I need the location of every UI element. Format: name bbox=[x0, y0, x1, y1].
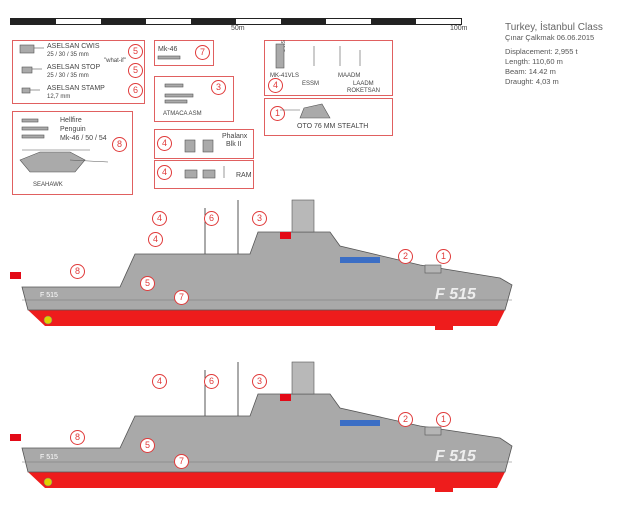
ship2-marker-2: 2 bbox=[398, 412, 413, 427]
draught: Draught: 4,03 m bbox=[505, 77, 559, 86]
legend-stamp-caliber: 12,7 mm bbox=[47, 94, 71, 100]
marker-4: 4 bbox=[268, 78, 283, 93]
ship2-marker-1: 1 bbox=[436, 412, 451, 427]
legend-vls-box bbox=[264, 40, 393, 96]
legend-mk46: Mk-46 bbox=[158, 46, 178, 53]
legend-phalanx: Phalanx bbox=[222, 133, 248, 140]
legend-mk41: MK-41VLS bbox=[270, 73, 300, 79]
ship2-marker-7: 7 bbox=[174, 454, 189, 469]
legend-cwis-caliber: 25 / 30 / 35 mm bbox=[47, 52, 89, 58]
legend-roketsan: ROKETSAN bbox=[347, 88, 381, 94]
ship1-bow-pennant: F 515 bbox=[435, 286, 476, 303]
scale-label-100: 100m bbox=[450, 25, 468, 32]
ship1-marker-5: 5 bbox=[140, 276, 155, 291]
marker-8: 8 bbox=[112, 137, 127, 152]
marker-6: 6 bbox=[128, 83, 143, 98]
marker-5: 5 bbox=[128, 63, 143, 78]
info-block: Turkey, İstanbul Class Çınar Çalkmak 06.… bbox=[505, 22, 603, 87]
legend-laadm: LAADM bbox=[353, 81, 374, 87]
legend-maadm: MAADM bbox=[338, 73, 361, 79]
legend-phalanx-block: Blk II bbox=[226, 141, 242, 148]
ship1-marker-8: 8 bbox=[70, 264, 85, 279]
ship2-bow-pennant: F 515 bbox=[435, 448, 476, 465]
scale-bar bbox=[10, 18, 462, 25]
ship1-marker-6: 6 bbox=[204, 211, 219, 226]
legend-oto: OTO 76 MM STEALTH bbox=[297, 123, 369, 130]
legend-hellfire: Hellfire bbox=[60, 117, 82, 124]
marker-7: 7 bbox=[195, 45, 210, 60]
ship2-marker-8: 8 bbox=[70, 430, 85, 445]
legend-atmaca: ATMACA ASM bbox=[163, 111, 202, 117]
ship1-marker-3: 3 bbox=[252, 211, 267, 226]
legend-ram: RAM bbox=[236, 172, 252, 179]
ship2-stern-pennant: F 515 bbox=[40, 454, 58, 461]
marker-3: 3 bbox=[211, 80, 226, 95]
displacement: Displacement: 2,955 t bbox=[505, 47, 578, 56]
length: Length: 110,60 m bbox=[505, 57, 563, 66]
marker-4: 4 bbox=[157, 136, 172, 151]
ship-class-title: Turkey, İstanbul Class bbox=[505, 22, 603, 33]
ship2-marker-5: 5 bbox=[140, 438, 155, 453]
legend-essm: ESSM bbox=[302, 81, 320, 87]
legend-stamp: ASELSAN STAMP bbox=[47, 85, 105, 92]
legend-stop-caliber: 25 / 30 / 35 mm bbox=[47, 73, 89, 79]
ship2-marker-3: 3 bbox=[252, 374, 267, 389]
beam: Beam: 14.42 m bbox=[505, 67, 556, 76]
ship2-marker-6: 6 bbox=[204, 374, 219, 389]
legend-whatif: "what-if" bbox=[104, 58, 126, 64]
author-line: Çınar Çalkmak 06.06.2015 bbox=[505, 33, 595, 42]
ship1-marker-2: 2 bbox=[398, 249, 413, 264]
marker-5: 5 bbox=[128, 44, 143, 59]
marker-4: 4 bbox=[157, 165, 172, 180]
ship2-marker-4: 4 bbox=[152, 374, 167, 389]
legend-torpedo: Mk-46 / 50 / 54 bbox=[60, 135, 107, 142]
legend-seahawk: SEAHAWK bbox=[33, 182, 63, 188]
legend-stop: ASELSAN STOP bbox=[47, 64, 101, 71]
legend-penguin: Penguin bbox=[60, 126, 86, 133]
ship1-marker-1: 1 bbox=[436, 249, 451, 264]
ship1-marker-7: 7 bbox=[174, 290, 189, 305]
ship1-marker-4: 4 bbox=[152, 211, 167, 226]
ship1-stern-pennant: F 515 bbox=[40, 292, 58, 299]
scale-label-50: 50m bbox=[231, 25, 245, 32]
ship1-marker-4b: 4 bbox=[148, 232, 163, 247]
legend-cwis: ASELSAN CWIS bbox=[47, 43, 100, 50]
